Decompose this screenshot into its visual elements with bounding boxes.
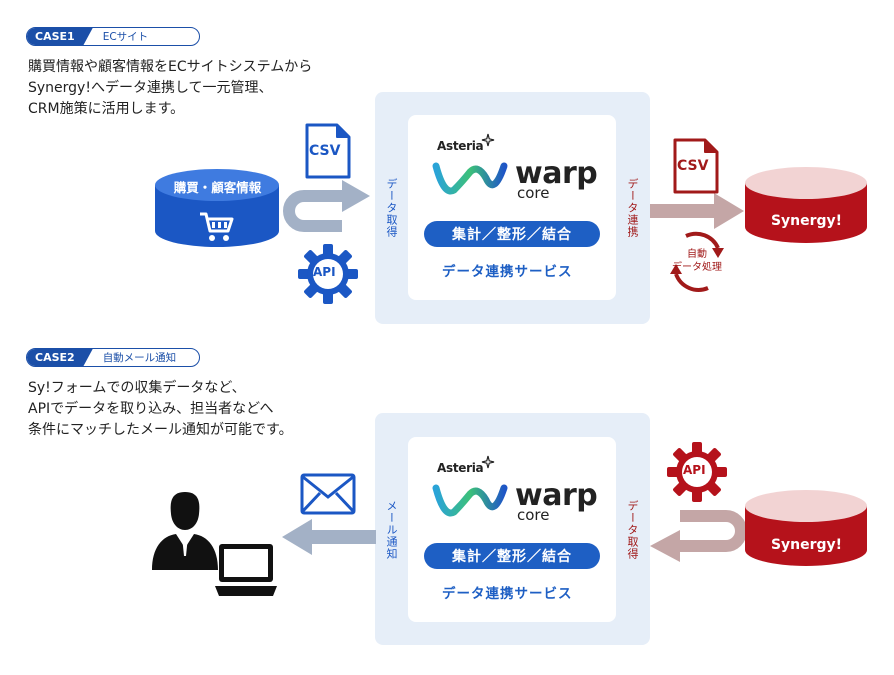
case1-acquire-label: データ取得 [385,178,398,238]
case2-sparkle-icon [481,455,495,469]
case2-badge-tag: CASE2 [27,349,93,366]
case2-core-name: core [517,506,550,524]
case1-acquire-arrow-icon [283,180,370,232]
case1-badge: CASE1 ECサイト [26,27,200,46]
case1-warp-card [408,115,616,300]
case1-csv-file-icon [305,123,351,179]
case2-person-icon [152,492,218,570]
case1-csv-label: CSV [309,143,341,159]
case2-description: Sy!フォームでの収集データなど、 APIでデータを取り込み、担当者などへ 条件… [28,380,293,438]
case2-api-gear-icon [667,442,727,502]
case1-badge-tag: CASE1 [27,28,93,45]
case1-core-name: core [517,184,550,202]
case1-link-arrow-icon [650,193,744,229]
case1-link-label: データ連携 [626,178,639,238]
case2-badge: CASE2 自動メール通知 [26,348,200,367]
case2-asteria-brand: Asteria [437,461,484,475]
case1-target-csv-label: CSV [677,158,709,174]
case1-service-label: データ連携サービス [442,264,573,280]
case1-source-database-icon [155,169,279,247]
case1-cart-icon [200,212,234,241]
case2-notify-arrow-icon [282,519,376,555]
case1-warp-name: warp [515,156,598,191]
case2-mail-icon [300,473,356,515]
case1-api-label: API [313,265,336,279]
case1-target-csv-file-icon [673,138,719,194]
case1-description: 購買情報や顧客情報をECサイトシステムから Synergy!へデータ連携して一元… [28,59,313,117]
case1-functions-pill: 集計／整形／結合 [424,221,600,247]
case1-badge-label: ECサイト [102,31,149,43]
case2-functions-pill: 集計／整形／結合 [424,543,600,569]
case1-api-gear-icon [298,244,358,304]
case2-badge-label: 自動メール通知 [102,352,177,364]
case2-laptop-icon [215,544,277,596]
case1-source-label: 購買・顧客情報 [173,180,262,195]
case1-synergy-database-icon [745,167,867,243]
case2-synergy-label: Synergy! [770,537,843,553]
case1-sparkle-icon [481,133,495,147]
case2-notify-label: メール通知 [385,500,398,560]
case1-warp-wave-icon [432,162,508,195]
case1-asteria-brand: Asteria [437,139,484,153]
case1-auto-process-label: 自動 データ処理 [672,249,722,273]
case2-warp-wave-icon [432,484,508,517]
case2-acquire-label: データ取得 [626,500,639,560]
case2-service-label: データ連携サービス [442,586,573,602]
case2-warp-name: warp [515,478,598,513]
case1-synergy-label: Synergy! [770,213,843,229]
case2-warp-card [408,437,616,622]
case1-auto-process-icon [670,231,724,292]
case2-acquire-arrow-icon [650,510,747,562]
case2-api-label: API [683,463,706,477]
case2-synergy-database-icon [745,490,867,566]
